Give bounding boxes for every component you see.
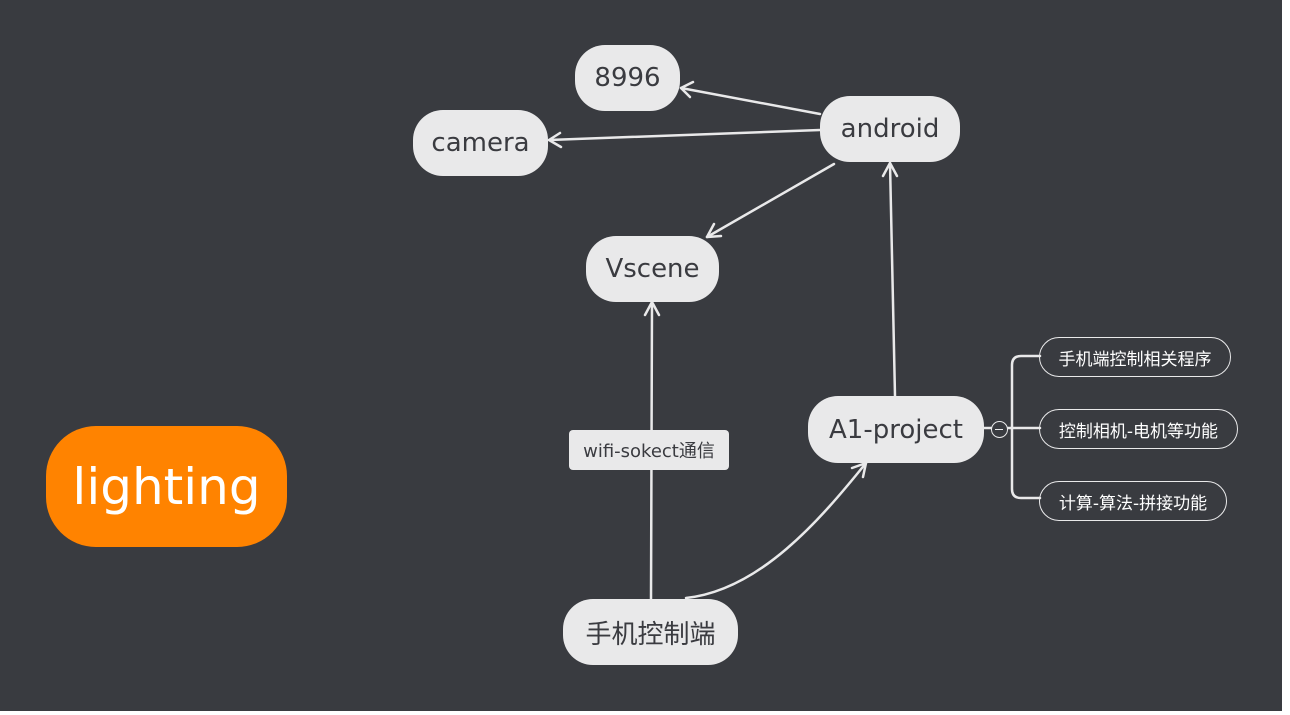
subtopic-camera-motor[interactable]: 控制相机-电机等功能 (1039, 409, 1238, 449)
edge-label-text: wifi-sokect通信 (583, 441, 715, 462)
root-topic-lighting[interactable]: lighting (46, 426, 287, 547)
node-phone-control[interactable]: 手机控制端 (563, 599, 738, 665)
subtopic-phone-programs[interactable]: 手机端控制相关程序 (1039, 337, 1231, 377)
arrowhead-vscene (705, 222, 723, 239)
subtopic-label: 计算-算法-拼接功能 (1058, 493, 1208, 514)
arrowhead-a1 (850, 461, 868, 479)
edge-label-wifi: wifi-sokect通信 (569, 430, 729, 470)
node-vscene[interactable]: Vscene (586, 236, 719, 302)
node-label: 8996 (594, 63, 661, 93)
node-label: A1-project (829, 414, 963, 445)
node-a1-project[interactable]: A1-project (808, 396, 984, 463)
edge-android-8996 (679, 86, 822, 116)
node-label: camera (431, 128, 530, 158)
node-8996[interactable]: 8996 (575, 45, 680, 111)
subtopic-label: 手机端控制相关程序 (1058, 349, 1212, 370)
edge-phone-a1 (684, 461, 868, 600)
node-android[interactable]: android (820, 96, 960, 162)
node-label: 手机控制端 (585, 619, 716, 650)
edge-android-camera (547, 128, 822, 142)
node-camera[interactable]: camera (413, 110, 548, 176)
arrowhead-8996 (679, 80, 695, 99)
node-label: Vscene (605, 254, 700, 284)
root-topic-label: lighting (72, 457, 261, 516)
edge-a1-android (888, 161, 897, 398)
subtopic-label: 控制相机-电机等功能 (1058, 421, 1219, 442)
collapse-toggle-icon[interactable] (991, 421, 1008, 438)
arrowhead-android (881, 161, 899, 178)
arrowhead-camera (547, 131, 563, 149)
arrowhead-vscene-bottom (643, 300, 661, 317)
subtopic-algorithm-stitching[interactable]: 计算-算法-拼接功能 (1039, 481, 1227, 521)
edge-android-vscene (705, 162, 836, 239)
node-label: android (840, 114, 940, 144)
